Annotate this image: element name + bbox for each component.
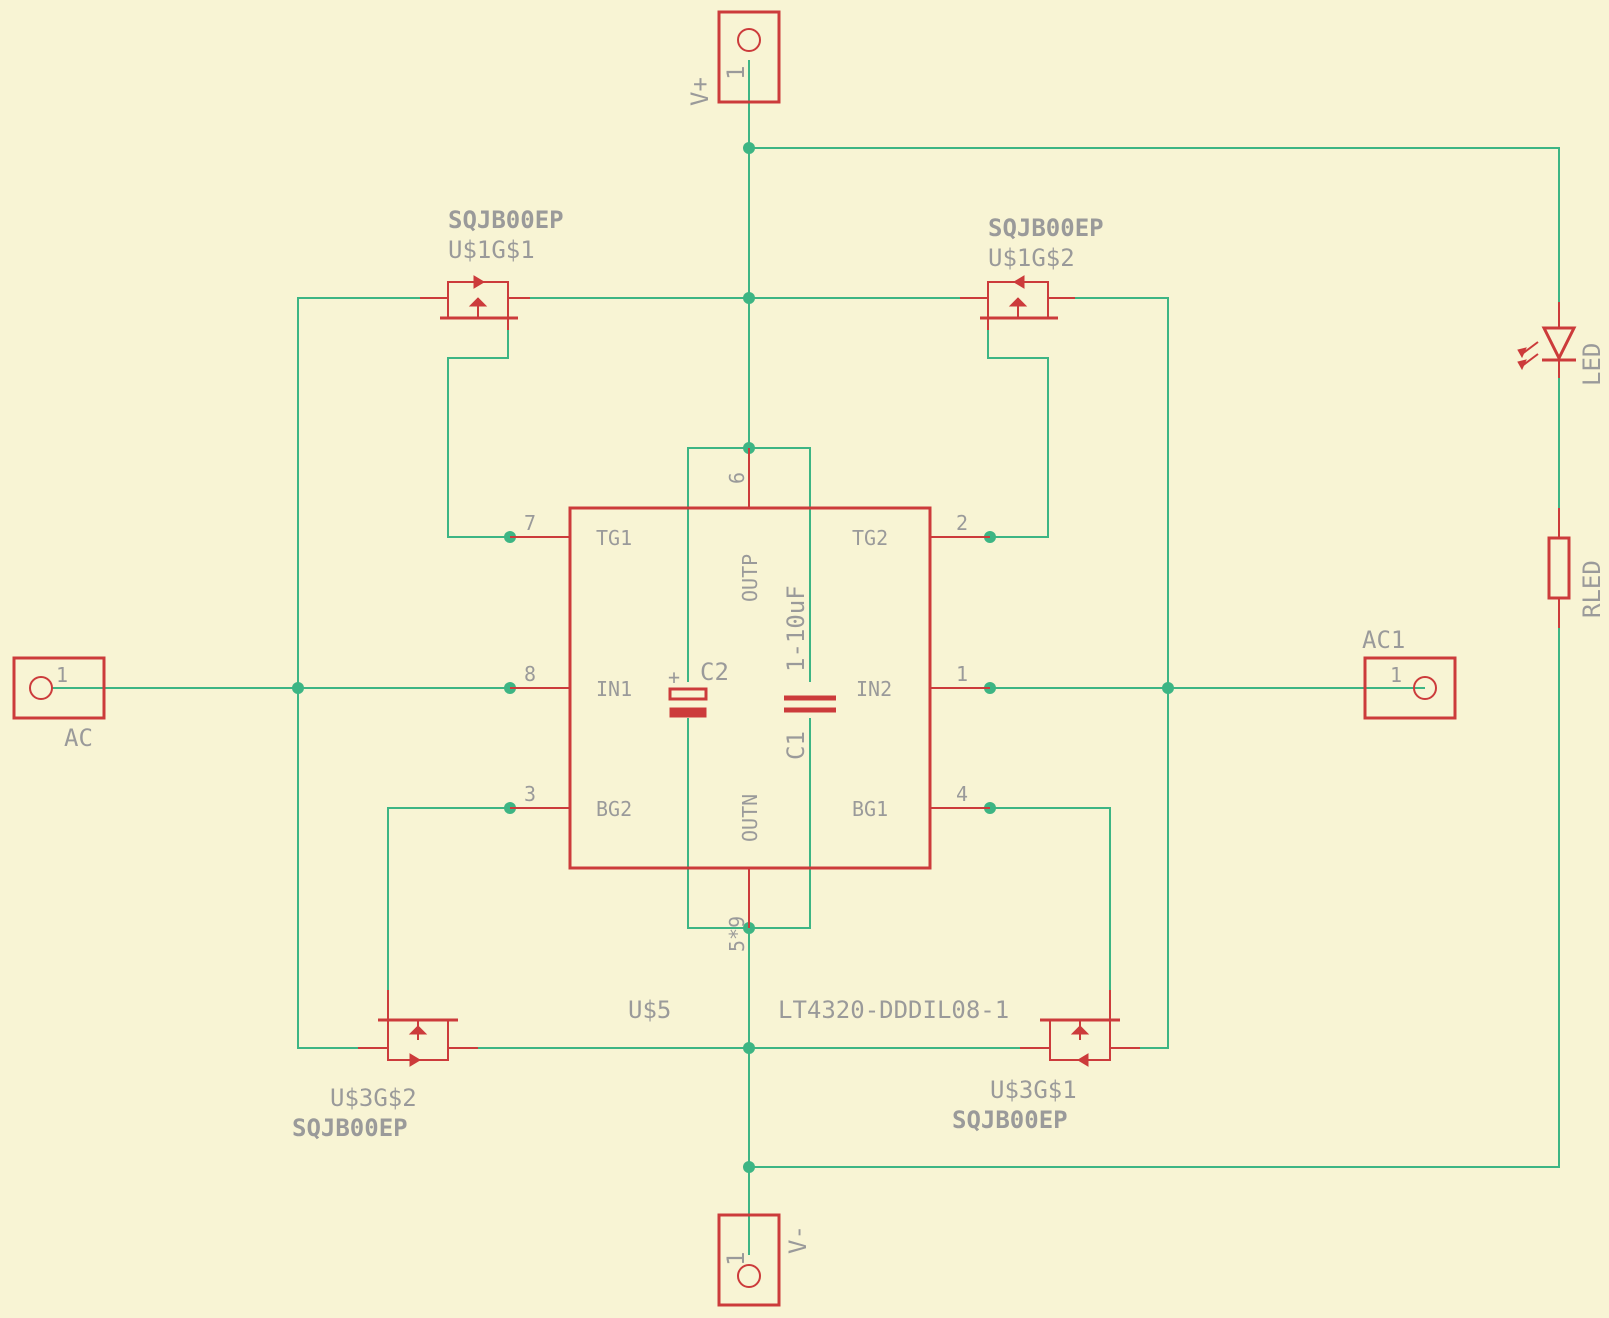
connector-ac-label: AC xyxy=(64,724,93,752)
mosfet-q2[interactable]: SQJB00EP U$1G$2 xyxy=(960,214,1104,330)
capacitor-c2-plus: + xyxy=(668,665,680,689)
mosfet-q4-value: SQJB00EP xyxy=(952,1106,1068,1134)
connector-vminus-pin: 1 xyxy=(722,1252,750,1266)
capacitor-c2[interactable]: + C2 xyxy=(668,658,729,718)
ic-pin-num-tg2: 2 xyxy=(956,511,968,535)
junction-dot xyxy=(743,142,755,154)
connector-ac1-pin: 1 xyxy=(1390,663,1402,687)
ic-name-label: U$5 xyxy=(628,996,671,1024)
ic-pin-num-in1: 8 xyxy=(524,662,536,686)
connector-ac1[interactable]: 1 AC1 xyxy=(1362,626,1457,720)
connector-vplus-label: V+ xyxy=(686,77,714,106)
junction-dot xyxy=(292,682,304,694)
junction-dot xyxy=(743,1042,755,1054)
wire-tg1-gate xyxy=(447,330,510,538)
connector-vminus-label: V- xyxy=(784,1225,812,1254)
led-indicator[interactable]: LED xyxy=(1517,302,1606,386)
ic-pin-label-tg2: TG2 xyxy=(852,526,888,550)
capacitor-c2-label: C2 xyxy=(700,658,729,686)
mosfet-q4-name: U$3G$1 xyxy=(990,1076,1077,1104)
wire-vplus-led xyxy=(749,147,1560,302)
connector-ac-pin: 1 xyxy=(56,663,68,687)
wire-ac-left-rail xyxy=(297,297,420,1049)
resistor-rled-label: RLED xyxy=(1578,560,1606,618)
mosfet-q3-name: U$3G$2 xyxy=(330,1084,417,1112)
junction-dot xyxy=(1162,682,1174,694)
ic-pin-num-in2: 1 xyxy=(956,662,968,686)
mosfet-q1[interactable]: SQJB00EP U$1G$1 xyxy=(420,206,564,330)
wire-tg2-gate xyxy=(987,330,1049,538)
mosfet-q2-name: U$1G$2 xyxy=(988,244,1075,272)
ic-pin-num-outp: 6 xyxy=(725,472,749,484)
mosfet-q2-value: SQJB00EP xyxy=(988,214,1104,242)
mosfet-q4[interactable]: U$3G$1 SQJB00EP xyxy=(952,990,1140,1134)
junction-dot xyxy=(743,292,755,304)
ic-pin-label-tg1: TG1 xyxy=(596,526,632,550)
ic-pin-num-bg2: 3 xyxy=(524,782,536,806)
resistor-rled[interactable]: RLED xyxy=(1547,508,1606,628)
ic-lt4320[interactable]: TG1 IN1 BG2 TG2 IN2 BG1 OUTP OUTN 7 8 3 … xyxy=(510,448,1009,1024)
connector-ac1-label: AC1 xyxy=(1362,626,1405,654)
mosfet-q3-value: SQJB00EP xyxy=(292,1114,408,1142)
wire-bg2-gate xyxy=(387,807,510,990)
capacitor-c1[interactable]: C1 1-10uF xyxy=(782,585,836,760)
junction-dot xyxy=(743,1161,755,1173)
wire-rled-vminus xyxy=(749,628,1560,1168)
ic-pin-num-tg1: 7 xyxy=(524,511,536,535)
connector-ac[interactable]: 1 AC xyxy=(12,656,106,752)
ic-pin-label-outp: OUTP xyxy=(738,554,762,602)
ic-pin-label-in1: IN1 xyxy=(596,677,632,701)
ic-pin-num-bg1: 4 xyxy=(956,782,968,806)
mosfet-q1-name: U$1G$1 xyxy=(448,236,535,264)
connector-vplus-pin: 1 xyxy=(722,66,750,80)
ic-pin-label-in2: IN2 xyxy=(856,677,892,701)
connector-vminus[interactable]: 1 V- xyxy=(717,1213,812,1307)
ic-pin-num-outn: 5*9 xyxy=(725,916,749,952)
ic-value-label: LT4320-DDDIL08-1 xyxy=(778,996,1009,1024)
capacitor-c1-name: C1 xyxy=(782,731,810,760)
led-label: LED xyxy=(1578,343,1606,386)
mosfet-q3[interactable]: U$3G$2 SQJB00EP xyxy=(292,990,478,1142)
junctions xyxy=(292,142,1174,1173)
wire-ac1-right-rail xyxy=(1075,297,1169,1049)
mosfet-q1-value: SQJB00EP xyxy=(448,206,564,234)
ic-pin-label-bg1: BG1 xyxy=(852,797,888,821)
wire-bg1-gate xyxy=(990,807,1111,990)
ic-pin-label-outn: OUTN xyxy=(738,794,762,842)
connector-vplus[interactable]: 1 V+ xyxy=(686,10,781,106)
capacitor-c1-value: 1-10uF xyxy=(782,585,810,672)
ic-pin-label-bg2: BG2 xyxy=(596,797,632,821)
